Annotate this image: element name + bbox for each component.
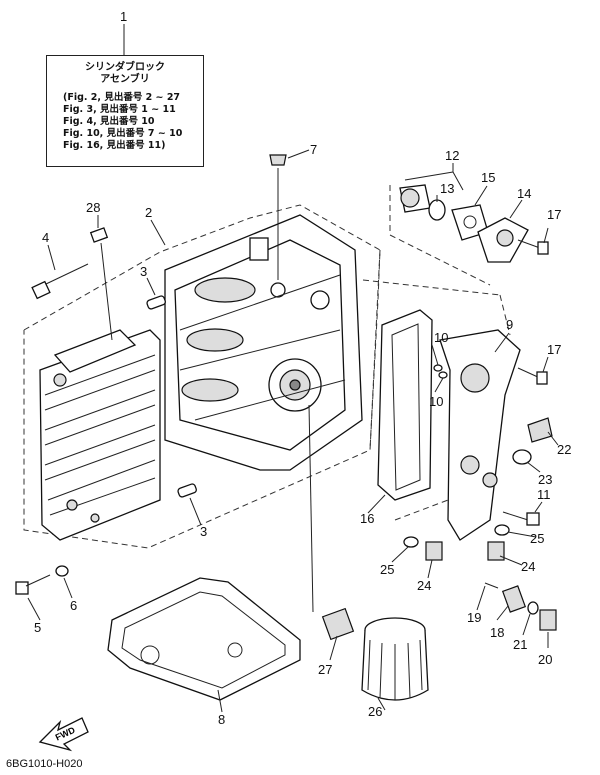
callout-23: 23 [538, 472, 552, 487]
callout-11: 11 [537, 487, 551, 502]
dowel-pin-upper [146, 295, 166, 310]
dowel-pin-lower [177, 483, 197, 498]
thermostat-12 [399, 184, 431, 213]
callout-10: 10 [434, 330, 448, 345]
bolt-5 [15, 574, 51, 595]
assembly-note-box: シリンダブロック アセンブリ (Fig. 2, 見出番号 2 ~ 27 Fig.… [46, 55, 204, 167]
note-title-line2: アセンブリ [100, 74, 150, 85]
callout-16: 16 [360, 511, 374, 526]
bolt-4 [31, 263, 89, 300]
callout-17: 17 [547, 207, 561, 222]
callout-12: 12 [445, 148, 459, 163]
exhaust-cover-9 [439, 329, 521, 541]
note-ref-line: (Fig. 2, 見出番号 2 ~ 27 [63, 92, 181, 103]
note-title-line1: シリンダブロック [85, 62, 165, 73]
callout-6: 6 [70, 598, 77, 613]
callout-26: 26 [368, 704, 382, 719]
note-ref-line: Fig. 16, 見出番号 11) [63, 140, 166, 151]
callout-10: 10 [429, 394, 443, 409]
gasket-8 [107, 577, 301, 701]
bolt-17-lower [517, 367, 548, 385]
thermostat-cover-14 [477, 217, 529, 263]
callout-25: 25 [380, 562, 394, 577]
washer-6 [55, 565, 69, 577]
note-ref-line: Fig. 3, 見出番号 1 ~ 11 [63, 104, 176, 115]
anode-18 [501, 585, 527, 613]
fwd-arrow-icon: FWD [38, 717, 89, 752]
callout-20: 20 [538, 652, 552, 667]
callout-15: 15 [481, 170, 495, 185]
callout-24: 24 [417, 578, 431, 593]
gasket-13 [428, 199, 446, 221]
note-ref-line: Fig. 10, 見出番号 7 ~ 10 [63, 128, 183, 139]
callout-28: 28 [86, 200, 100, 215]
oil-filter-26 [361, 617, 429, 701]
callout-27: 27 [318, 662, 332, 677]
callout-9: 9 [506, 317, 513, 332]
bolt-17-upper [517, 239, 549, 255]
pins-10 [433, 364, 448, 379]
plug-22 [527, 417, 553, 443]
callout-2: 2 [145, 205, 152, 220]
callout-21: 21 [513, 637, 527, 652]
o-ring-21 [527, 601, 539, 615]
gasket-16 [377, 309, 433, 501]
callout-3: 3 [140, 264, 147, 279]
note-ref-line: Fig. 4, 見出番号 10 [63, 116, 155, 127]
callout-4: 4 [42, 230, 49, 245]
callout-22: 22 [557, 442, 571, 457]
cylinder-block-fins [39, 329, 161, 541]
plug-24-left [425, 541, 443, 561]
callout-18: 18 [490, 625, 504, 640]
callout-24: 24 [521, 559, 535, 574]
plug-7 [269, 154, 287, 166]
note-refs: (Fig. 2, 見出番号 2 ~ 27 Fig. 3, 見出番号 1 ~ 11… [53, 92, 197, 152]
plug-20 [539, 609, 557, 631]
drawing-code: 6BG1010-H020 [6, 758, 83, 770]
callout-3: 3 [200, 524, 207, 539]
callout-19: 19 [467, 610, 481, 625]
gasket-25-right [494, 524, 510, 536]
callout-5: 5 [34, 620, 41, 635]
callout-8: 8 [218, 712, 225, 727]
o-ring-23 [512, 449, 532, 465]
callout-1: 1 [120, 9, 127, 24]
callout-13: 13 [440, 181, 454, 196]
leader-lines [27, 149, 559, 713]
bolt-11 [502, 511, 540, 526]
gasket-25-left [403, 536, 419, 548]
callout-7: 7 [310, 142, 317, 157]
callout-17: 17 [547, 342, 561, 357]
bolt-19 [484, 582, 499, 589]
callout-25: 25 [530, 531, 544, 546]
plug-24-right [487, 541, 505, 561]
crankcase-block [164, 214, 363, 471]
callout-14: 14 [517, 186, 531, 201]
union-27 [321, 607, 355, 641]
caution-label-28 [89, 227, 109, 243]
